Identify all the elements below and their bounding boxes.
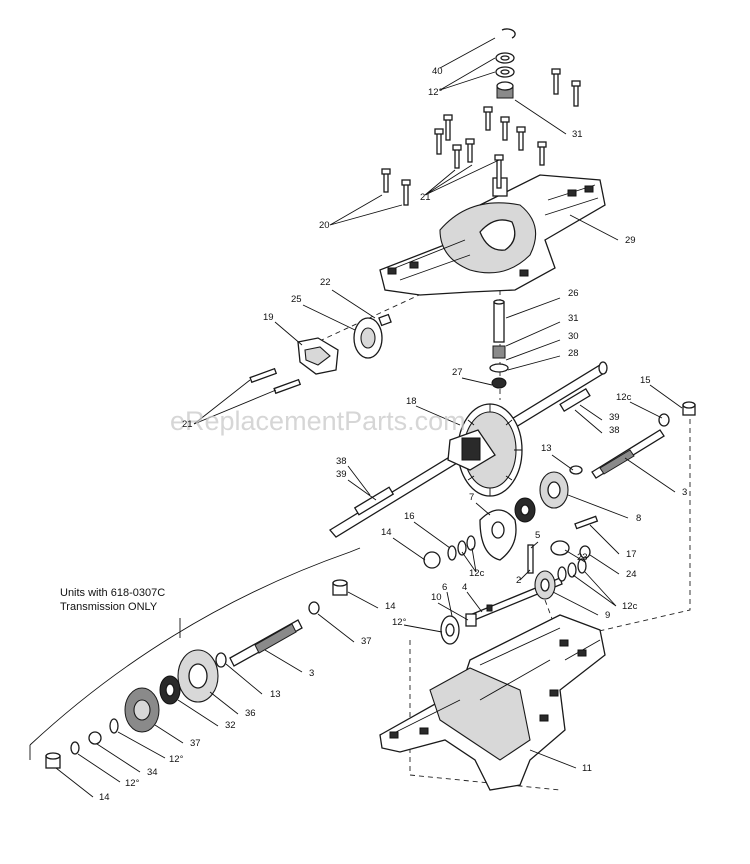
callout-label: 7	[469, 492, 474, 503]
callout-label: 12°	[428, 87, 443, 98]
callout-label: 12c	[469, 568, 485, 579]
callout-label: 3	[682, 487, 687, 498]
callout-label: 23	[577, 552, 588, 563]
lower-shaft-assembly	[440, 558, 587, 645]
callout-label: 36	[245, 708, 256, 719]
callout-label: 38	[336, 456, 347, 467]
note-bracket	[29, 547, 361, 760]
callout-label: 26	[568, 288, 579, 299]
optional-parts-note-line2: Transmission ONLY	[60, 601, 158, 613]
callout-label: 5	[535, 530, 540, 541]
callout-label: 19	[263, 312, 274, 323]
callout-label: 34	[147, 767, 158, 778]
callout-label: 17	[626, 549, 637, 560]
callout-label: 40	[432, 66, 443, 77]
idler-washers	[423, 535, 476, 569]
callout-label: 21	[182, 419, 193, 430]
watermark: eReplacementParts.com	[170, 406, 466, 436]
input-shaft-stack	[489, 299, 509, 389]
callout-label: 14	[381, 527, 392, 538]
callout-label: 12°	[392, 617, 407, 628]
callout-label: 39	[336, 469, 347, 480]
callout-label: 12c	[616, 392, 632, 403]
callout-label: 12°	[125, 778, 140, 789]
callout-label: 18	[406, 396, 417, 407]
callout-label: 32	[225, 720, 236, 731]
upper-housing-29	[379, 174, 606, 296]
callout-label: 3	[309, 668, 314, 679]
callout-label: 2	[516, 575, 521, 586]
top-clip-washers	[495, 28, 516, 99]
callout-label: 39	[609, 412, 620, 423]
optional-kit-parts	[45, 579, 348, 769]
brake-assembly	[249, 313, 392, 395]
callout-label: 30	[568, 331, 579, 342]
callout-label: 16	[404, 511, 415, 522]
callout-label: 38	[609, 425, 620, 436]
callout-label: 27	[452, 367, 463, 378]
callout-label: 22	[320, 277, 331, 288]
callout-label: 29	[625, 235, 636, 246]
leader-lines	[55, 37, 683, 798]
callout-label: 14	[385, 601, 396, 612]
right-shaft	[569, 401, 696, 479]
callout-label: 4	[462, 582, 467, 593]
callout-label: 8	[636, 513, 641, 524]
callout-label: 10	[431, 592, 442, 603]
callout-label: 28	[568, 348, 579, 359]
callout-label: 11	[582, 763, 592, 774]
callout-label: 6	[442, 582, 447, 593]
callout-label: 14	[99, 792, 110, 803]
callout-label: 37	[361, 636, 372, 647]
callout-label: 15	[640, 375, 651, 386]
callout-label: 20	[319, 220, 330, 231]
housing-bolts	[381, 68, 581, 206]
callout-label: 12c	[622, 601, 638, 612]
callout-label: 9	[605, 610, 610, 621]
callout-label: 12°	[169, 754, 184, 765]
callout-label: 31	[572, 129, 583, 140]
callout-label: 24	[626, 569, 637, 580]
main-axle-differential	[329, 361, 608, 538]
callout-label: 13	[541, 443, 552, 454]
callout-label: 25	[291, 294, 302, 305]
gear-cluster	[479, 471, 599, 574]
lower-housing-11	[379, 614, 606, 791]
callout-label: 13	[270, 689, 281, 700]
callout-label: 31	[568, 313, 579, 324]
callout-label: 21	[420, 192, 431, 203]
callout-label: 37	[190, 738, 201, 749]
optional-parts-note-line1: Units with 618-0307C	[60, 587, 165, 599]
